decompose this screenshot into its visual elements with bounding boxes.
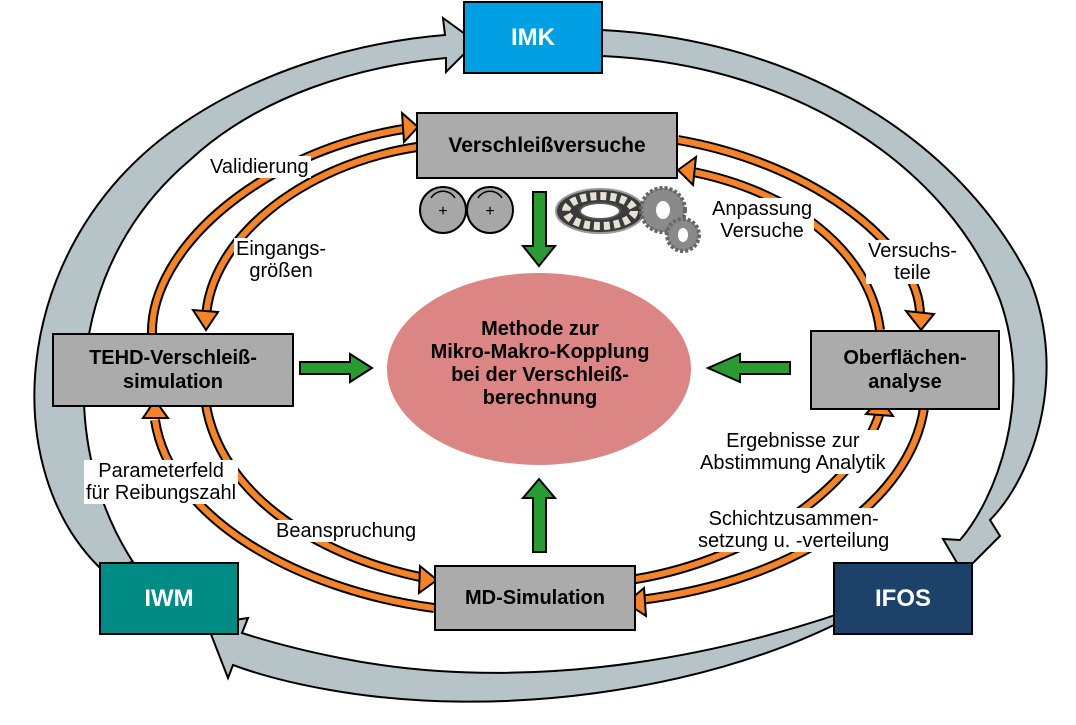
- gear-pair-icon: [639, 186, 701, 253]
- process-md-simulation: MD-Simulation: [434, 565, 636, 631]
- process-tehd-simulation: TEHD-Verschleiß- simulation: [52, 333, 294, 407]
- arrowhead-parameterfeld: [141, 398, 170, 419]
- institute-imk: IMK: [463, 1, 603, 74]
- ring-arrow-ifos-to-iwm: [205, 599, 879, 703]
- institute-ifos: IFOS: [833, 562, 973, 635]
- label-eingangsgroessen: Eingangs- größen: [234, 238, 329, 282]
- center-line-3: bei der Verschleiß-: [451, 364, 629, 386]
- label-schichtzusammensetzung: Schichtzusammen- setzung u. -verteilung: [696, 508, 892, 552]
- label-ergebnisse: Ergebnisse zur Abstimmung Analytik: [698, 430, 888, 474]
- svg-text:+: +: [438, 203, 447, 220]
- institute-imk-label: IMK: [511, 23, 555, 51]
- center-ellipse: [387, 273, 691, 465]
- ring-arrow-iwm-to-imk: [33, 15, 478, 570]
- process-tehd-simulation-label: TEHD-Verschleiß- simulation: [89, 347, 257, 393]
- arrowhead-versuchsteile: [903, 309, 936, 332]
- center-line-2: Mikro-Makro-Kopplung: [430, 341, 650, 363]
- arrowhead-anpassung: [676, 154, 698, 188]
- label-anpassung-versuche: Anpassung Versuche: [710, 198, 815, 242]
- label-validierung: Validierung: [208, 156, 311, 178]
- flow-arrowheads: [141, 110, 936, 618]
- label-parameterfeld: Parameterfeld für Reibungszahl: [84, 460, 239, 504]
- institute-ifos-label: IFOS: [874, 584, 931, 612]
- institute-iwm-label: IWM: [144, 584, 194, 612]
- svg-text:+: +: [485, 203, 494, 220]
- process-oberflaechenanalyse-label: Oberflächen- analyse: [843, 347, 967, 393]
- center-line-1: Methode zur: [481, 318, 599, 340]
- arrowhead-eingangsgroessen: [191, 308, 220, 332]
- center-line-4: berechnung: [482, 387, 598, 409]
- flow-anpassung: [687, 166, 885, 331]
- label-beanspruchung: Beanspruchung: [274, 520, 419, 542]
- label-versuchsteile: Versuchs- teile: [866, 240, 959, 284]
- center-arrows: [299, 191, 791, 553]
- twin-disc-icon: + +: [419, 186, 514, 234]
- green-arrow-right: [299, 352, 374, 384]
- process-verschleissversuche: Verschleißversuche: [416, 112, 678, 179]
- process-oberflaechenanalyse: Oberflächen- analyse: [810, 330, 1000, 410]
- green-arrow-left: [705, 352, 791, 384]
- arrowhead-beanspruchung: [417, 563, 439, 596]
- process-md-simulation-label: MD-Simulation: [465, 587, 605, 609]
- thrust-bearing-icon: [555, 188, 645, 234]
- green-arrow-down: [520, 191, 558, 268]
- arrowhead-validierung: [400, 110, 420, 145]
- center-method-text: Methode zur Mikro-Makro-Kopplung bei der…: [392, 318, 688, 410]
- flow-beanspruchung: [201, 404, 426, 583]
- process-verschleissversuche-label: Verschleißversuche: [448, 133, 646, 157]
- green-arrow-up: [520, 477, 558, 553]
- institute-iwm: IWM: [99, 562, 239, 635]
